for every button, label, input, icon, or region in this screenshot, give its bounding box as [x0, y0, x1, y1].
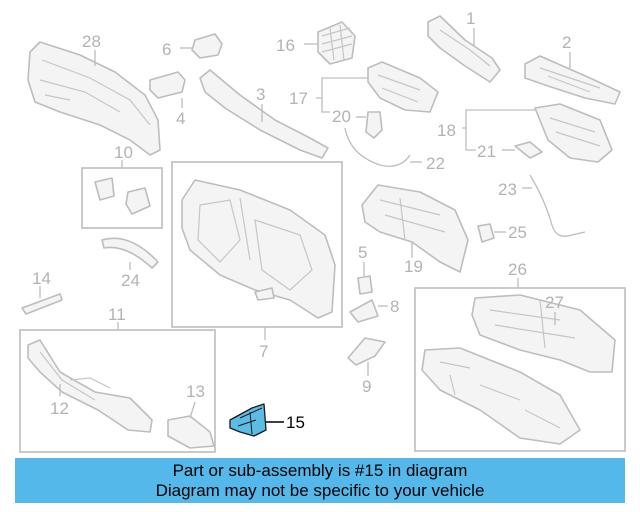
part-4-bracket	[149, 71, 186, 108]
callout-10: 10	[114, 143, 133, 162]
callout-26-box	[414, 287, 626, 452]
callout-19: 19	[404, 257, 423, 276]
callout-16: 16	[276, 36, 295, 55]
callout-17: 17	[289, 89, 308, 108]
info-banner: Part or sub-assembly is #15 in diagram D…	[15, 458, 625, 503]
callout-10-box	[81, 167, 163, 229]
part-18-side-bracket	[462, 103, 613, 163]
callout-15: 15	[286, 413, 305, 432]
part-7-dash-panel	[181, 179, 336, 340]
callout-18: 18	[437, 121, 456, 140]
part-16-filter	[304, 21, 356, 65]
callout-25: 25	[508, 223, 527, 242]
part-23-cable	[522, 174, 586, 237]
part-5-clip	[357, 262, 373, 295]
part-1-cowl-panel	[427, 15, 501, 83]
callout-24: 24	[121, 271, 140, 290]
part-28-dash-panel	[27, 41, 161, 156]
callout-7: 7	[259, 342, 268, 361]
callout-8: 8	[390, 297, 399, 316]
part-6-bracket	[180, 33, 223, 59]
callout-11: 11	[108, 305, 126, 324]
part-9-bracket	[347, 337, 386, 376]
callout-14: 14	[32, 269, 51, 288]
callout-9: 9	[362, 377, 371, 396]
banner-line-1: Part or sub-assembly is #15 in diagram	[172, 461, 468, 480]
callout-12: 12	[50, 399, 69, 418]
callout-2: 2	[562, 33, 571, 52]
callout-28: 28	[82, 32, 101, 51]
part-8-bracket	[349, 299, 388, 323]
callout-21: 21	[477, 142, 496, 161]
callout-1: 1	[466, 9, 475, 28]
part-11-side-panels	[27, 322, 215, 449]
part-24-bracket	[101, 237, 159, 270]
part-25-plug	[477, 223, 506, 243]
part-2-cowl-panel	[524, 52, 621, 105]
part-3-cowl-strip	[199, 69, 329, 159]
callout-4: 4	[176, 109, 185, 128]
parts-diagram: 28 6 4 3 16 17 20 1	[19, 9, 626, 453]
banner-line-2: Diagram may not be specific to your vehi…	[155, 481, 485, 500]
callout-3: 3	[256, 85, 265, 104]
callout-27: 27	[545, 293, 564, 312]
part-26-insulator	[421, 278, 616, 445]
callout-6: 6	[162, 40, 171, 59]
callout-5: 5	[358, 243, 367, 262]
callout-22: 22	[426, 154, 445, 173]
part-10-brackets	[94, 160, 151, 215]
part-21-clip	[502, 141, 543, 159]
part-14-strip	[21, 286, 63, 315]
part-22-hose	[344, 127, 422, 167]
part-15-bracket-highlighted[interactable]	[229, 403, 284, 437]
callout-7-box	[171, 161, 343, 328]
part-20-clip	[356, 111, 383, 139]
part-17-cowl-cover	[316, 61, 439, 113]
callout-26: 26	[508, 260, 527, 279]
part-19-dash-lower	[361, 184, 469, 273]
callout-13: 13	[186, 382, 205, 401]
callout-20: 20	[332, 107, 351, 126]
callout-23: 23	[498, 180, 517, 199]
